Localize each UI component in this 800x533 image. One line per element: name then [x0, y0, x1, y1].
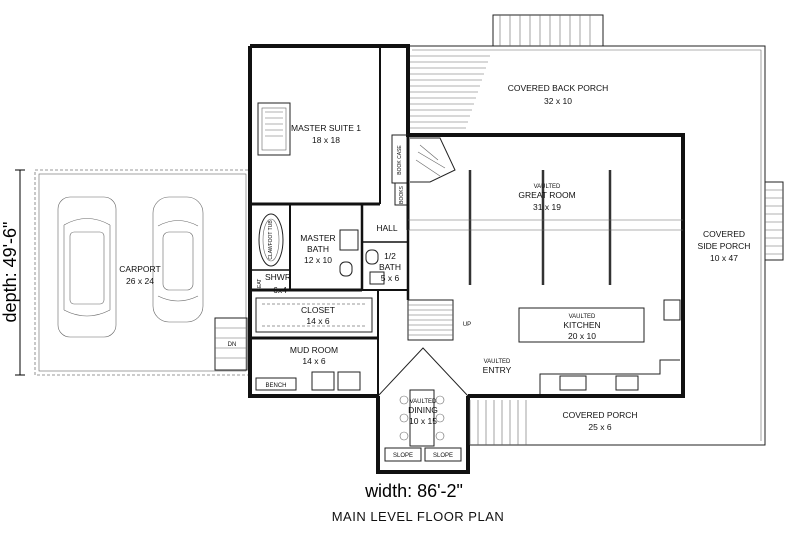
- entry-name: ENTRY: [483, 365, 512, 375]
- great-room-name: GREAT ROOM: [518, 190, 575, 200]
- mud-room-washer: [311, 371, 335, 391]
- shower-size: 6x4: [273, 285, 287, 295]
- entry-stair: [407, 299, 454, 341]
- slope-right-label: SLOPE: [433, 453, 453, 459]
- great-room-corner-stair: [410, 137, 456, 183]
- covered-porch-name: COVERED PORCH: [562, 410, 637, 420]
- depth-label: depth: 49'-6": [0, 222, 20, 323]
- dining-vaulted: VAULTED: [410, 399, 437, 405]
- mud-room-size: 14 x 6: [302, 356, 325, 366]
- side-porch-size: 10 x 47: [710, 253, 738, 263]
- clawfoot-tub-label: CLAWFOOT TUB: [268, 220, 274, 260]
- master-bath-name-1: MASTER: [300, 233, 335, 243]
- seat-label: SEAT: [257, 279, 263, 292]
- closet-size: 14 x 6: [306, 316, 329, 326]
- kitchen-counter: [539, 299, 681, 394]
- carport-name: CARPORT: [119, 264, 160, 274]
- master-bed: [257, 102, 291, 156]
- kitchen-vaulted: VAULTED: [569, 314, 596, 320]
- slope-right-box: [424, 447, 462, 462]
- half-bath-sink: [369, 271, 385, 285]
- bath-toilet: [339, 261, 353, 277]
- master-suite-size: 18 x 18: [312, 135, 340, 145]
- carport-stair: [214, 317, 248, 371]
- side-porch-name-2: SIDE PORCH: [698, 241, 751, 251]
- back-porch-size: 32 x 10: [544, 96, 572, 106]
- master-suite-name: MASTER SUITE 1: [291, 123, 361, 133]
- kitchen-size: 20 x 10: [568, 331, 596, 341]
- dining-name: DINING: [408, 405, 438, 415]
- book-case-label: BOOK CASE: [397, 145, 403, 175]
- car-right: [152, 196, 204, 323]
- stair-up-label: UP: [463, 322, 471, 328]
- side-porch-name-1: COVERED: [703, 229, 745, 239]
- shower-name: SHWR: [265, 272, 291, 282]
- closet-shelves: [255, 297, 373, 333]
- master-bath-size: 12 x 10: [304, 255, 332, 265]
- closet-name: CLOSET: [301, 305, 335, 315]
- kitchen-range: [615, 375, 639, 391]
- bath-sink: [339, 229, 359, 251]
- carport-area: [34, 169, 251, 376]
- mud-room-bench: [255, 377, 297, 391]
- half-bath-name-1: 1/2: [384, 251, 396, 261]
- kitchen-island: [518, 307, 645, 343]
- plan-title: MAIN LEVEL FLOOR PLAN: [332, 509, 505, 524]
- dining-size: 10 x 15: [409, 416, 437, 426]
- clawfoot-tub: [258, 213, 284, 267]
- dining-table: [399, 389, 445, 447]
- books-label: BOOKS: [399, 185, 405, 203]
- entry-vaulted: VAULTED: [484, 359, 511, 365]
- mud-room-name: MUD ROOM: [290, 345, 338, 355]
- carport-size: 26 x 24: [126, 276, 154, 286]
- kitchen-fridge: [663, 299, 681, 321]
- mud-room-dryer: [337, 371, 361, 391]
- master-bath-name-2: BATH: [307, 244, 329, 254]
- half-bath-size: 5 x 6: [381, 273, 400, 283]
- slope-left-label: SLOPE: [393, 453, 413, 459]
- half-bath-toilet: [365, 249, 379, 265]
- great-room-beams: [408, 170, 683, 285]
- back-porch-name: COVERED BACK PORCH: [508, 83, 609, 93]
- half-bath-name-2: BATH: [379, 262, 401, 272]
- kitchen-sink: [559, 375, 587, 391]
- side-porch-stair: [764, 181, 784, 261]
- bench-label: BENCH: [265, 383, 286, 389]
- covered-porch-size: 25 x 6: [588, 422, 611, 432]
- car-left: [57, 196, 117, 338]
- slope-left-box: [384, 447, 422, 462]
- back-porch-steps: [410, 55, 490, 129]
- great-room-vaulted: VAULTED: [534, 184, 561, 190]
- great-room-size: 31 x 19: [533, 202, 561, 212]
- hall-name: HALL: [376, 223, 398, 233]
- stair-down-label: DN: [228, 342, 237, 348]
- kitchen-name: KITCHEN: [563, 320, 600, 330]
- covered-porch-steps: [469, 400, 527, 445]
- interior-walls: [250, 46, 410, 396]
- width-label: width: 86'-2": [364, 481, 463, 501]
